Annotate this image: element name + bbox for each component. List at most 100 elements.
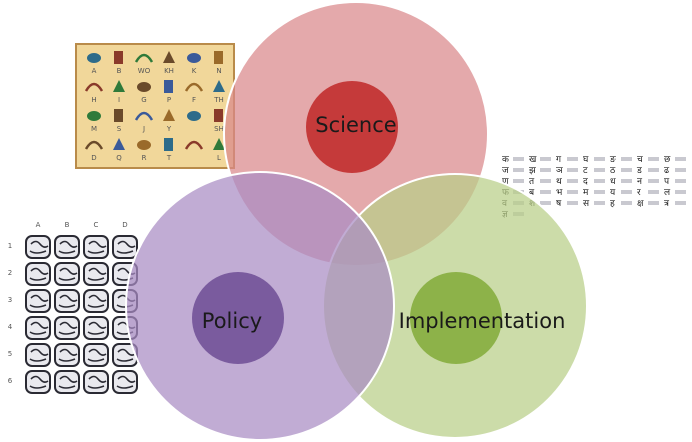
devanagari-transliteration-mark [540,168,551,172]
devanagari-transliteration-mark [513,157,524,161]
maya-glyph-detail [29,267,49,281]
devanagari-transliteration-mark [540,201,551,205]
maya-glyph-detail [87,321,107,335]
hieroglyph-letter: Y [166,125,172,133]
devanagari-glyph: ग [556,155,562,165]
devanagari-glyph: ङ [609,155,616,165]
maya-glyph-detail [29,294,49,308]
maya-row-number: 4 [8,323,13,331]
devanagari-transliteration-mark [594,168,605,172]
devanagari-transliteration-mark [648,157,659,161]
science-label: Science [315,113,396,137]
maya-glyph-detail [29,240,49,254]
hieroglyph-glyph [187,111,201,121]
hieroglyph-glyph [114,109,123,122]
maya-row-number: 2 [8,269,12,277]
hieroglyph-glyph [113,80,125,92]
devanagari-transliteration-mark [648,179,659,183]
hieroglyph-glyph [113,138,125,150]
hieroglyph-letter: R [142,154,147,162]
hieroglyph-letter: D [91,154,96,162]
maya-row-number: 1 [8,242,12,250]
devanagari-transliteration-mark [675,157,686,161]
implementation-label: Implementation [399,309,566,333]
devanagari-glyph: थ [556,177,562,187]
hieroglyph-letter: TH [213,96,224,104]
devanagari-glyph: प [664,177,670,187]
maya-column-header: B [65,221,70,229]
hieroglyph-letter: WO [138,67,151,75]
maya-glyph-detail [58,240,78,254]
policy-label: Policy [202,309,262,333]
maya-glyph-detail [87,375,107,389]
maya-glyph-detail [116,348,136,362]
devanagari-transliteration-mark [621,168,632,172]
maya-glyph-detail [58,348,78,362]
devanagari-glyph: क्ष [637,199,644,209]
devanagari-glyph: ल [664,188,671,198]
hieroglyph-letter: F [192,96,196,104]
maya-row-number: 6 [8,377,13,385]
devanagari-transliteration-mark [621,179,632,183]
hieroglyph-glyph [84,140,104,150]
devanagari-transliteration-mark [648,190,659,194]
maya-glyph-detail [58,375,78,389]
maya-column-header: A [36,221,41,229]
hieroglyph-glyph [184,82,204,92]
hieroglyph-letter: B [117,67,122,75]
maya-column-header: C [94,221,99,229]
hieroglyph-letter: M [91,125,97,133]
devanagari-transliteration-mark [567,190,578,194]
maya-row-number: 3 [8,296,12,304]
devanagari-glyph: ध [610,177,616,187]
devanagari-glyph: ण [502,177,509,187]
maya-glyph-detail [29,375,49,389]
devanagari-glyph: त्र [664,199,670,209]
devanagari-glyph: क [502,155,510,165]
hieroglyph-letter: J [142,125,145,133]
hieroglyph-glyph [163,109,175,121]
devanagari-transliteration-mark [675,190,686,194]
maya-glyph-detail [87,348,107,362]
devanagari-glyph: ब [529,188,535,198]
hieroglyph-letter: SH [214,125,224,133]
hieroglyph-letter: KH [164,67,174,75]
maya-glyph-detail [58,267,78,281]
hieroglyph-glyph [134,111,154,121]
hieroglyph-glyph [214,51,223,64]
hieroglyph-letter: N [216,67,221,75]
hieroglyph-letter: L [217,154,221,162]
hieroglyph-glyph [137,82,151,92]
hieroglyph-letter: I [118,96,120,104]
devanagari-transliteration-mark [675,201,686,205]
hieroglyph-glyph [87,53,101,63]
devanagari-transliteration-mark [621,157,632,161]
devanagari-glyph: ष [556,199,562,209]
maya-glyph-detail [116,375,136,389]
devanagari-glyph: र [637,188,641,198]
hieroglyph-glyph [137,140,151,150]
policy-core [192,272,284,364]
devanagari-glyph: छ [664,155,671,165]
devanagari-transliteration-mark [648,168,659,172]
hieroglyph-glyph [134,53,154,63]
devanagari-transliteration-mark [567,179,578,183]
devanagari-glyph: ज [502,166,509,176]
hieroglyph-glyph [163,51,175,63]
devanagari-glyph: ड [636,166,642,176]
devanagari-transliteration-mark [567,201,578,205]
devanagari-glyph: त [529,177,535,187]
devanagari-transliteration-mark [540,190,551,194]
devanagari-glyph: घ [583,155,589,165]
devanagari-glyph: स [583,199,590,209]
hieroglyph-glyph [84,82,104,92]
devanagari-transliteration-mark [567,157,578,161]
devanagari-glyph: य [610,188,616,198]
devanagari-transliteration-mark [594,157,605,161]
devanagari-glyph: न [637,177,643,187]
hieroglyph-letter: Q [116,154,122,162]
devanagari-transliteration-mark [621,201,632,205]
